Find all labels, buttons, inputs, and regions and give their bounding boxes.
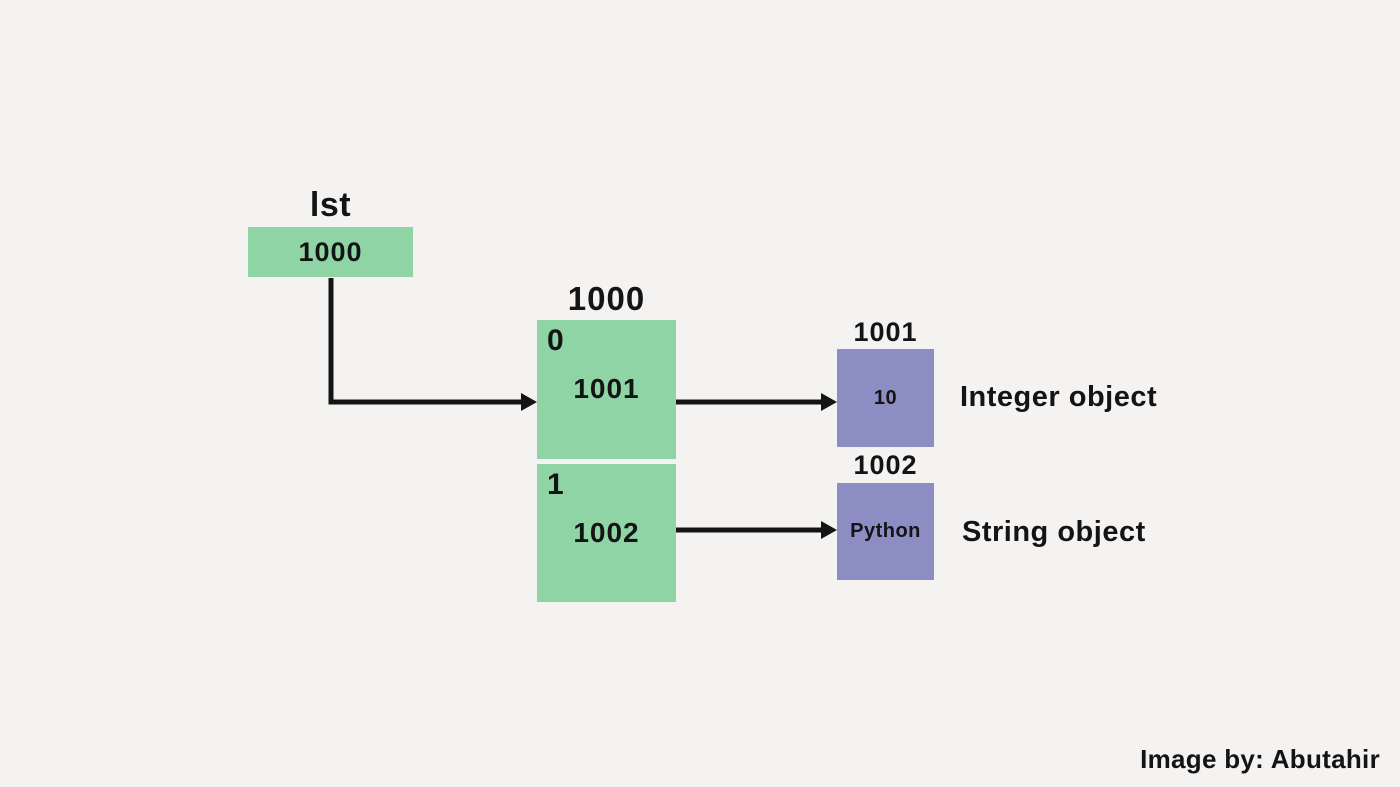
string-object-box: Python bbox=[837, 483, 934, 580]
list-cell-0: 0 1001 bbox=[537, 320, 676, 459]
list-cell-0-value: 1001 bbox=[573, 373, 640, 405]
integer-object-value: 10 bbox=[873, 386, 898, 409]
list-address-label: 1000 bbox=[567, 280, 646, 317]
integer-object-box: 10 bbox=[837, 349, 934, 447]
list-cell-0-index: 0 bbox=[547, 324, 564, 357]
image-credit: Image by: Abutahir bbox=[1140, 744, 1380, 774]
integer-object-address: 1001 bbox=[853, 317, 918, 347]
string-object-value: Python bbox=[850, 520, 921, 542]
list-cell-1-index: 1 bbox=[547, 467, 564, 501]
integer-object-type-label: Integer object bbox=[960, 381, 1158, 413]
list-cell-1-value: 1002 bbox=[573, 516, 640, 548]
arrow-lst-to-list-head bbox=[521, 393, 537, 411]
pointer-variable-label: lst bbox=[309, 186, 352, 224]
list-object-box: 0 1001 1 1002 bbox=[537, 320, 676, 602]
string-object-type-label: String object bbox=[962, 516, 1146, 548]
string-object-address: 1002 bbox=[853, 450, 918, 480]
list-cell-1: 1 1002 bbox=[537, 463, 676, 602]
pointer-variable-box: 1000 bbox=[248, 227, 413, 277]
pointer-variable-value: 1000 bbox=[298, 236, 363, 267]
arrow-cell1-to-string-head bbox=[821, 521, 837, 539]
arrow-lst-to-list-line bbox=[328, 278, 523, 405]
arrow-cell0-to-integer-head bbox=[821, 393, 837, 411]
